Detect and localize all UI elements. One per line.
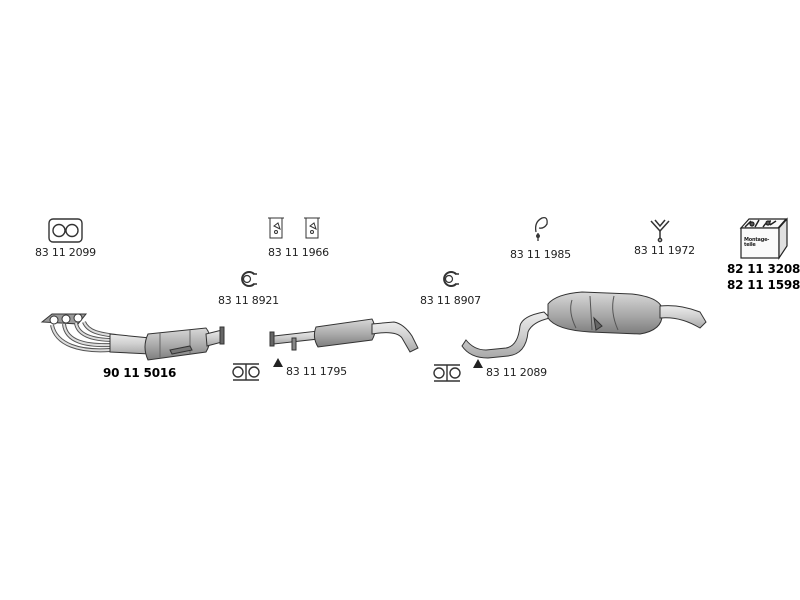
hanger-icon	[534, 216, 548, 241]
warning-triangle-icon	[273, 358, 283, 367]
ring-icon	[241, 271, 257, 287]
part-number-gasket: 83 11 2099	[35, 246, 96, 259]
hanger-icon	[268, 217, 320, 239]
part-number-ring-rear: 83 11 8907	[420, 294, 481, 307]
part-number-mounting-kit-b: 82 11 1598	[727, 278, 800, 292]
part-number-front-pipe: 90 11 5016	[103, 366, 177, 380]
part-number-hanger: 83 11 1985	[510, 248, 571, 261]
clamp-icon	[433, 364, 461, 382]
part-number-mounting-kit-a: 82 11 3208	[727, 262, 800, 276]
ring-icon	[443, 271, 459, 287]
warning-triangle-icon	[473, 359, 483, 368]
part-number-hanger-pair: 83 11 1966	[268, 246, 329, 259]
gasket-icon	[48, 218, 83, 243]
part-number-clamp-front: 83 11 1795	[286, 365, 347, 378]
mounting-kit-box-icon	[739, 217, 788, 260]
clamp-icon	[232, 363, 260, 381]
part-number-hanger-y: 83 11 1972	[634, 244, 695, 257]
middle-silencer-pipe	[269, 318, 419, 353]
mounting-kit-box-label: Montage- teile	[744, 237, 770, 248]
rear-silencer	[461, 291, 707, 359]
hanger-icon	[650, 219, 670, 243]
front-pipe-catalytic-converter	[40, 313, 225, 361]
part-number-ring-front: 83 11 8921	[218, 294, 279, 307]
part-number-clamp-rear: 83 11 2089	[486, 366, 547, 379]
